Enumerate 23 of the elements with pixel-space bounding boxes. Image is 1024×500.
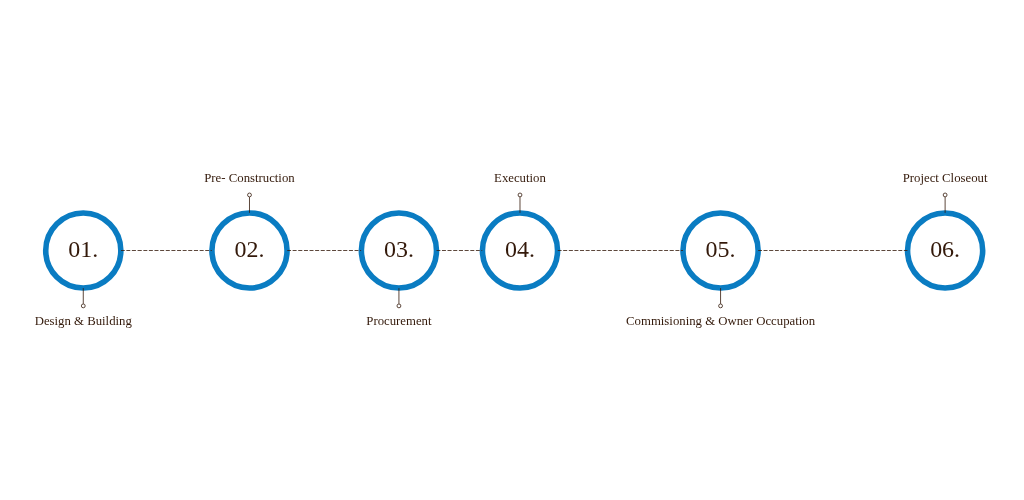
connector (120, 249, 213, 251)
connector (557, 249, 684, 251)
node-circle: 05. (680, 209, 761, 291)
node-text: Execution (494, 170, 546, 185)
connector (942, 192, 948, 213)
node-text: Commisioning & Owner Occupation (626, 313, 816, 328)
connector (436, 249, 483, 251)
node-text: Pre- Construction (204, 170, 295, 185)
connector (718, 287, 723, 308)
node-circle: 04. (479, 209, 561, 291)
connector (286, 249, 362, 251)
connector (247, 192, 252, 213)
node-text: Design & Building (34, 313, 132, 328)
node-circle: 06. (904, 209, 986, 291)
connector (517, 192, 523, 213)
connector (396, 287, 402, 308)
node-circle: 01. (42, 209, 124, 291)
node-text: Procurement (366, 313, 432, 328)
node-text: Project Closeout (902, 170, 988, 185)
connector (80, 287, 86, 308)
connector (757, 249, 908, 251)
node-circle: 02. (209, 209, 290, 291)
node-circle: 03. (358, 209, 440, 291)
